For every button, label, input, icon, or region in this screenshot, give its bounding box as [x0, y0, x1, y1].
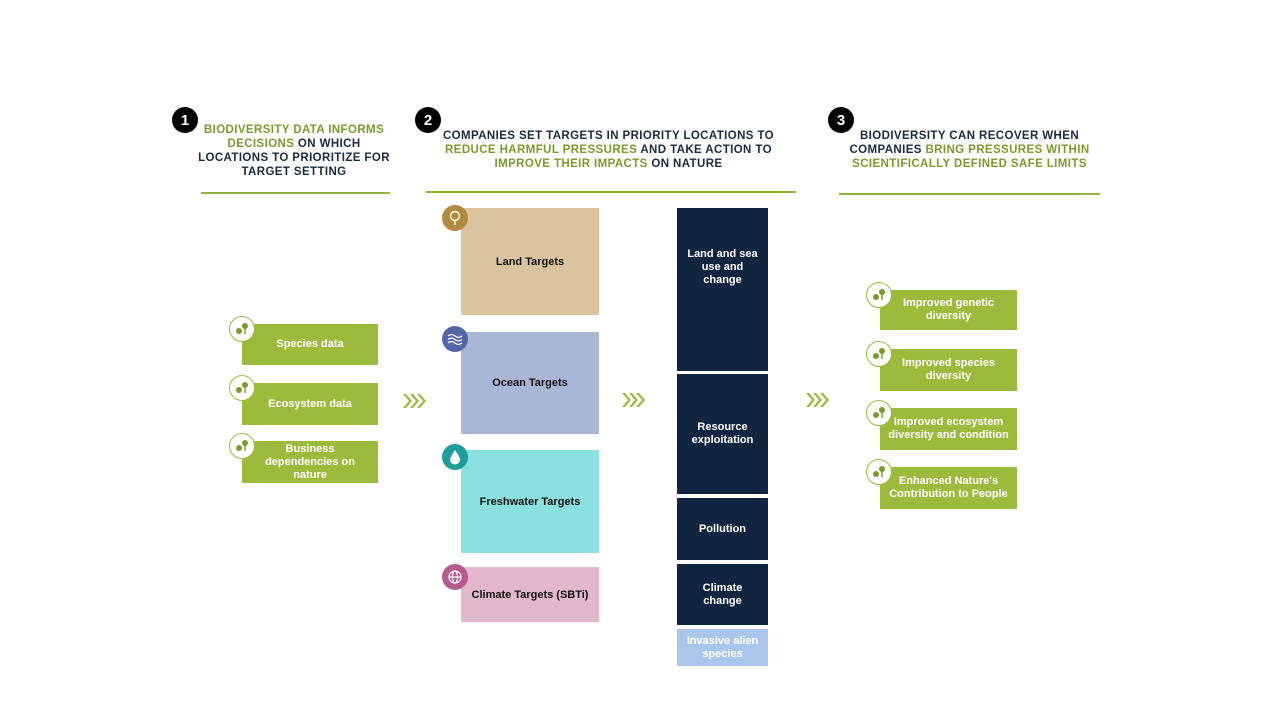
- globe-icon: [442, 564, 468, 590]
- chevron-arrow-icon: [403, 394, 426, 408]
- data-input-species: Species data: [242, 324, 378, 365]
- biodiversity-icon: [866, 400, 892, 426]
- step-1-header: BIODIVERSITY DATA INFORMS DECISIONS ON W…: [196, 123, 392, 179]
- biodiversity-icon: [866, 341, 892, 367]
- biodiversity-icon: [866, 282, 892, 308]
- step-2-divider: [426, 191, 796, 193]
- step-2-header: COMPANIES SET TARGETS IN PRIORITY LOCATI…: [436, 129, 781, 171]
- freshwater-targets-box: Freshwater Targets: [461, 450, 599, 553]
- land-targets-box: Land Targets: [461, 208, 599, 315]
- waves-icon: [442, 326, 468, 352]
- step-2-number: 2: [415, 107, 441, 133]
- step-2-header-part: ON NATURE: [647, 158, 723, 170]
- pressure-resource-exploitation: Resource exploitation: [677, 374, 768, 494]
- outcome-ecosystem-diversity: Improved ecosystem diversity and conditi…: [880, 408, 1017, 450]
- pressure-pollution: Pollution: [677, 498, 768, 560]
- outcome-species-diversity: Improved species diversity: [880, 349, 1017, 391]
- pressure-land-sea-use: Land and sea use and change: [677, 208, 768, 371]
- step-3-header-part: BIODIVERSITY CAN RECOVER WHEN COMPANIES: [849, 130, 1080, 156]
- tree-icon: [442, 205, 468, 231]
- climate-targets-box: Climate Targets (SBTi): [461, 567, 599, 622]
- step-2-header-part: AND TAKE ACTION TO: [637, 144, 772, 156]
- outcome-ncp: Enhanced Nature's Contribution to People: [880, 467, 1017, 509]
- biodiversity-icon: [229, 433, 255, 459]
- chevron-arrow-icon: [622, 393, 645, 407]
- biodiversity-icon: [229, 316, 255, 342]
- chevron-arrow-icon: [806, 393, 829, 407]
- pressure-climate-change: Climate change: [677, 564, 768, 625]
- step-3-divider: [839, 193, 1100, 195]
- biodiversity-icon: [229, 375, 255, 401]
- data-input-business: Business dependencies on nature: [242, 441, 378, 483]
- step-3-number: 3: [828, 107, 854, 133]
- step-1-header-part: BIODIVERSITY DATA INFORMS DECISIONS: [203, 124, 385, 150]
- ocean-targets-box: Ocean Targets: [461, 332, 599, 434]
- data-input-ecosystem: Ecosystem data: [242, 383, 378, 425]
- step-2-header-part: REDUCE HARMFUL PRESSURES: [445, 144, 638, 156]
- water-drop-icon: [442, 444, 468, 470]
- pressure-invasive-species: Invasive alien species: [677, 629, 768, 666]
- step-2-header-part: COMPANIES SET TARGETS IN PRIORITY LOCATI…: [442, 130, 775, 142]
- step-3-header: BIODIVERSITY CAN RECOVER WHEN COMPANIES …: [842, 129, 1097, 171]
- step-2-header-part: IMPROVE THEIR IMPACTS: [494, 158, 648, 170]
- step-1-number: 1: [172, 107, 198, 133]
- step-1-header-part: ON WHICH LOCATIONS TO PRIORITIZE FOR TAR…: [198, 138, 390, 178]
- step-1-divider: [201, 192, 390, 194]
- outcome-genetic-diversity: Improved genetic diversity: [880, 290, 1017, 330]
- step-3-header-part: BRING PRESSURES WITHIN SCIENTIFICALLY DE…: [852, 144, 1090, 170]
- biodiversity-icon: [866, 459, 892, 485]
